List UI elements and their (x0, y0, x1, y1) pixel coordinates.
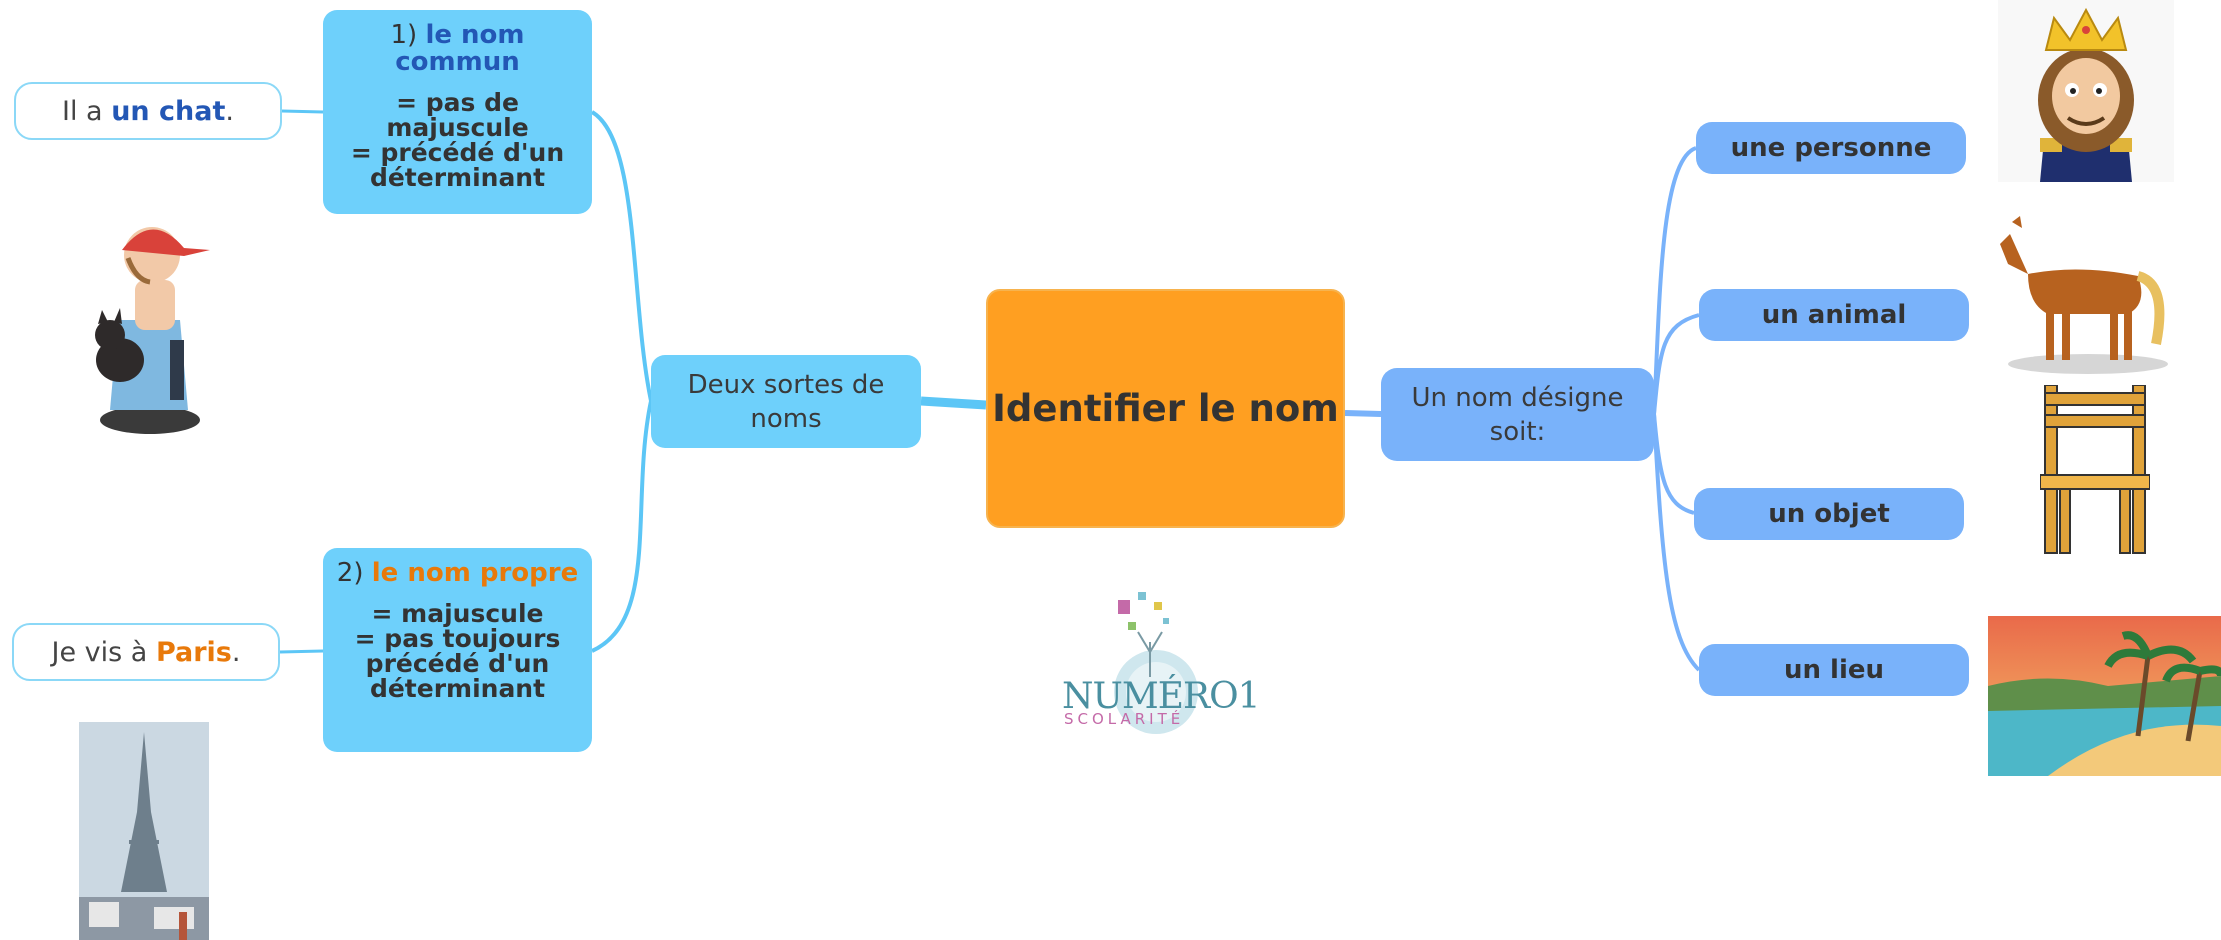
connector-to-propre (591, 400, 653, 653)
chair-icon (2040, 385, 2150, 554)
subtopic-nom-propre[interactable]: 2) le nom propre = majuscule = pas toujo… (323, 548, 592, 752)
boy-with-cat-icon (95, 227, 210, 434)
example-nom-commun[interactable]: Il a un chat. (14, 82, 282, 140)
item-un-lieu[interactable]: un lieu (1699, 644, 1969, 696)
subtopic-nom-propre-rules: = majuscule = pas toujours précédé d'un … (354, 599, 561, 703)
branch-deux-sortes[interactable]: Deux sortes de noms (651, 355, 921, 448)
item-un-animal[interactable]: un animal (1699, 289, 1969, 341)
item-une-personne[interactable]: une personne (1696, 122, 1966, 174)
branch-nom-designe[interactable]: Un nom désigne soit: (1381, 368, 1654, 461)
logo-subtitle: SCOLARITÉ (1064, 710, 1185, 728)
central-topic-label: Identifier le nom (992, 387, 1339, 430)
branch-nom-designe-label: Un nom désigne soit: (1411, 382, 1624, 447)
connector-central-left (920, 396, 987, 410)
branch-deux-sortes-label: Deux sortes de noms (687, 369, 885, 434)
horse-icon (2000, 216, 2168, 374)
connector-animal (1652, 313, 1700, 415)
connector-personne (1652, 146, 1697, 415)
connector-central-right (1344, 410, 1382, 417)
subtopic-nom-commun-title: 1) le nom commun (390, 20, 525, 77)
beach-icon (1988, 616, 2221, 776)
connector-lieu (1652, 413, 1701, 672)
subtopic-nom-propre-title: 2) le nom propre (336, 558, 579, 588)
example-nom-propre[interactable]: Je vis à Paris. (12, 623, 280, 681)
central-topic[interactable]: Identifier le nom (986, 289, 1345, 528)
subtopic-nom-commun-rules: = pas de majuscule = précédé d'un déterm… (350, 88, 565, 192)
king-icon (1998, 0, 2174, 182)
connector-propre-example (279, 649, 324, 654)
logo-title: NUMÉRO1 (1062, 676, 1261, 717)
subtopic-nom-commun[interactable]: 1) le nom commun = pas de majuscule = pr… (323, 10, 592, 214)
eiffel-tower-icon (79, 722, 209, 940)
connector-commun-example (281, 109, 324, 114)
item-un-objet[interactable]: un objet (1694, 488, 1964, 540)
numero1-logo-icon (1114, 592, 1198, 734)
connector-to-commun (590, 110, 653, 402)
